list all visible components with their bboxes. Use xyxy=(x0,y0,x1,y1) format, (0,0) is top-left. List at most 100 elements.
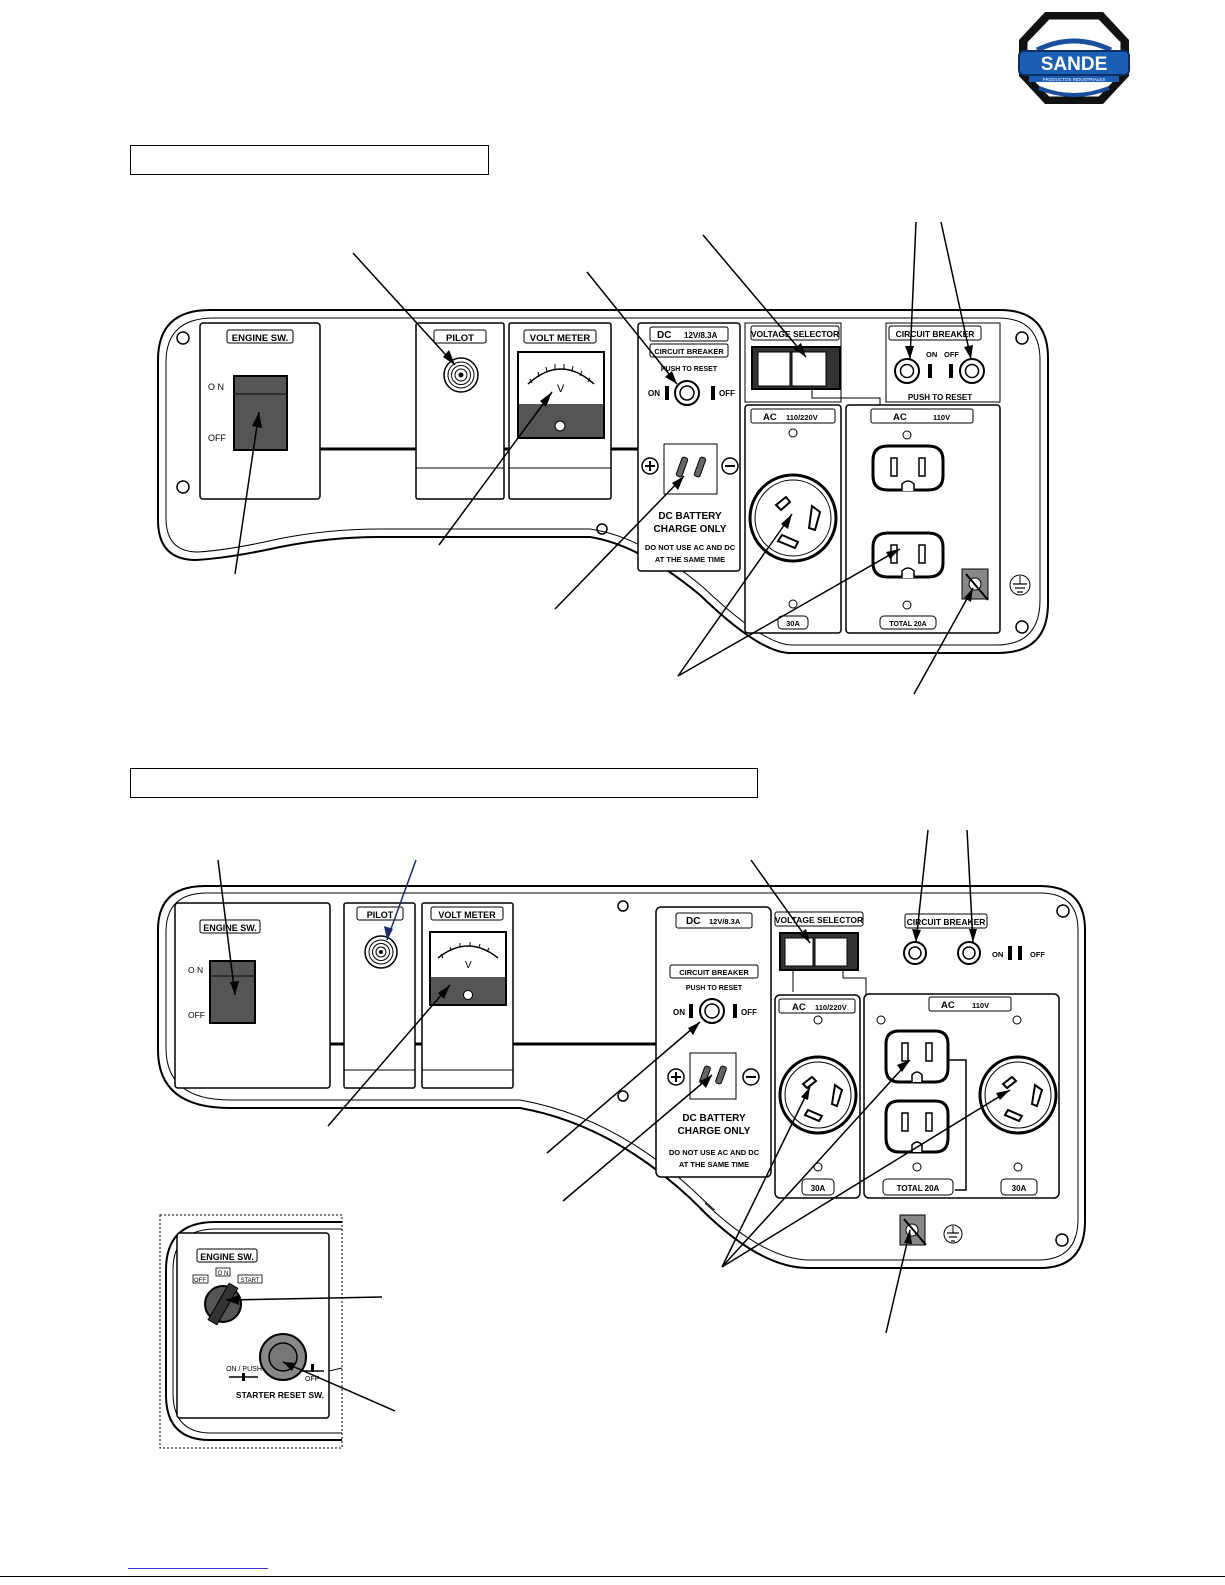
dc-title-2: DC xyxy=(686,916,700,927)
engine-rocker-switch xyxy=(233,375,288,451)
circuit-breaker-on-label: ON xyxy=(926,350,937,359)
volt-meter-title: VOLT METER xyxy=(530,333,591,344)
dc-breaker-button-2 xyxy=(699,998,725,1024)
dc-off-label: OFF xyxy=(719,389,735,398)
volt-meter-gauge: V xyxy=(517,351,605,439)
dc-outlet xyxy=(663,443,718,495)
ac-right-voltage-2: 110V xyxy=(972,1001,989,1010)
panel-2-outline xyxy=(157,885,1086,1210)
ac-right-duplex-outlet-top xyxy=(871,444,945,492)
engine-switch-off-label-2: OFF xyxy=(188,1010,205,1020)
voltage-selector-title: VOLTAGE SELECTOR xyxy=(751,329,839,339)
engine-switch-title-3: ENGINE SW. xyxy=(200,1252,254,1262)
ac-left-twist-lock-outlet xyxy=(748,473,838,563)
dc-charge-line1: DC BATTERY xyxy=(658,511,722,522)
ac-left-title: AC xyxy=(763,412,777,423)
volt-meter-unit-2: V xyxy=(465,960,472,971)
voltage-selector-switch-2 xyxy=(779,932,859,971)
section-header-box-1 xyxy=(130,145,489,175)
callout-lines-2 xyxy=(217,829,1011,1334)
panel-3-outline xyxy=(165,1221,342,1441)
dc-warn-line1: DO NOT USE AC AND DC xyxy=(645,543,736,552)
volt-meter-gauge-2: V xyxy=(429,931,507,1006)
circuit-breaker-on-label-2: ON xyxy=(992,950,1003,959)
callout-lines-1 xyxy=(234,221,974,695)
panel-1-outline xyxy=(157,309,1049,654)
pilot-lamp-2 xyxy=(364,935,398,969)
ac-right-amps-twist-2: 30A xyxy=(1012,1184,1027,1193)
pilot-lamp xyxy=(443,357,479,393)
arrowhead-pilot-2 xyxy=(384,926,393,940)
circuit-breaker-on-button-2 xyxy=(903,941,927,965)
dc-breaker-title: CIRCUIT BREAKER xyxy=(654,347,724,356)
ac-right-twist-lock-outlet-2 xyxy=(978,1055,1058,1135)
circuit-breaker-title: CIRCUIT BREAKER xyxy=(896,329,975,339)
volt-meter-unit: V xyxy=(557,383,565,395)
ac-right-amps: TOTAL 20A xyxy=(889,621,926,628)
circuit-breaker-title-2: CIRCUIT BREAKER xyxy=(907,917,986,927)
callout-lines-3 xyxy=(225,1296,396,1412)
dc-warn-line2: AT THE SAME TIME xyxy=(655,555,725,564)
ground-symbol-icon-2 xyxy=(943,1224,963,1244)
pilot-title-2: PILOT xyxy=(367,910,394,920)
logo-brand-text: SANDE xyxy=(1041,54,1108,75)
dc-push-to-reset: PUSH TO RESET xyxy=(661,366,718,373)
voltage-selector-switch xyxy=(751,346,841,390)
engine-switch-off-label: OFF xyxy=(208,433,226,443)
reset-off-label: OFF xyxy=(305,1376,319,1383)
dc-rating: 12V/8.3A xyxy=(684,331,718,340)
dc-plus-icon-2 xyxy=(667,1068,685,1086)
starter-reset-button xyxy=(259,1333,307,1381)
callout-line-pilot-2 xyxy=(386,859,417,941)
inset-dotted-frame xyxy=(159,1214,343,1449)
ac-left-title-2: AC xyxy=(792,1002,806,1013)
dc-breaker-title-2: CIRCUIT BREAKER xyxy=(679,968,749,977)
ignition-key-switch xyxy=(204,1282,242,1326)
circuit-breaker-off-label: OFF xyxy=(944,350,959,359)
sande-logo: SANDE PRODUCTOS INDUSTRIALES xyxy=(1018,12,1130,104)
volt-meter-title-2: VOLT METER xyxy=(438,910,496,920)
dc-charge-line1-2: DC BATTERY xyxy=(682,1113,746,1124)
dc-breaker-button xyxy=(674,380,700,406)
starter-reset-title: STARTER RESET SW. xyxy=(236,1390,324,1400)
section-header-box-2 xyxy=(130,768,758,798)
ground-symbol-icon-1 xyxy=(1009,574,1031,596)
key-switch-start-label: START xyxy=(240,1278,259,1284)
dc-title: DC xyxy=(657,330,671,341)
circuit-breaker-on-button xyxy=(894,358,920,384)
dc-on-label-2: ON xyxy=(673,1008,685,1017)
ac-left-twist-lock-outlet-2 xyxy=(778,1055,858,1135)
dc-warn-line1-2: DO NOT USE AC AND DC xyxy=(669,1148,760,1157)
ac-right-title-2: AC xyxy=(941,1000,955,1011)
ac-left-voltage-2: 110/220V xyxy=(815,1003,847,1012)
circuit-breaker-off-button-2 xyxy=(957,941,981,965)
ac-right-duplex-outlet-bottom-2 xyxy=(884,1099,950,1154)
ac-left-amps: 30A xyxy=(786,619,800,628)
pilot-title: PILOT xyxy=(446,333,474,344)
dc-outlet-2 xyxy=(689,1052,737,1100)
arrowheads-2 xyxy=(230,929,1010,1244)
footer-rule xyxy=(0,1576,1225,1577)
dc-plus-icon xyxy=(641,457,659,475)
dc-charge-line2: CHARGE ONLY xyxy=(654,524,727,535)
dc-off-label-2: OFF xyxy=(741,1008,757,1017)
engine-switch-title: ENGINE SW. xyxy=(232,333,288,344)
dc-minus-icon xyxy=(721,457,739,475)
ground-terminal-2 xyxy=(899,1214,927,1246)
ac-left-voltage: 110/220V xyxy=(786,413,818,422)
voltage-selector-title-2: VOLTAGE SELECTOR xyxy=(775,915,863,925)
ac-right-duplex-outlet-bottom xyxy=(871,531,945,579)
engine-switch-on-label: O N xyxy=(208,382,224,392)
circuit-breaker-push-to-reset: PUSH TO RESET xyxy=(908,393,972,402)
control-panel-diagram-1: ENGINE SW. O N OFF PILOT VOLT METER V xyxy=(157,221,1049,695)
engine-switch-on-label-2: O N xyxy=(188,965,203,975)
key-switch-on-label: O N xyxy=(218,1271,229,1277)
dc-minus-icon-2 xyxy=(742,1068,760,1086)
key-switch-off-label: OFF xyxy=(194,1278,206,1284)
dc-push-to-reset-2: PUSH TO RESET xyxy=(686,985,743,992)
dc-warn-line2-2: AT THE SAME TIME xyxy=(679,1160,749,1169)
ac-right-amps-total-2: TOTAL 20A xyxy=(897,1184,940,1193)
arrowheads-3 xyxy=(226,1295,296,1371)
footer-link-underline[interactable] xyxy=(128,1568,268,1569)
